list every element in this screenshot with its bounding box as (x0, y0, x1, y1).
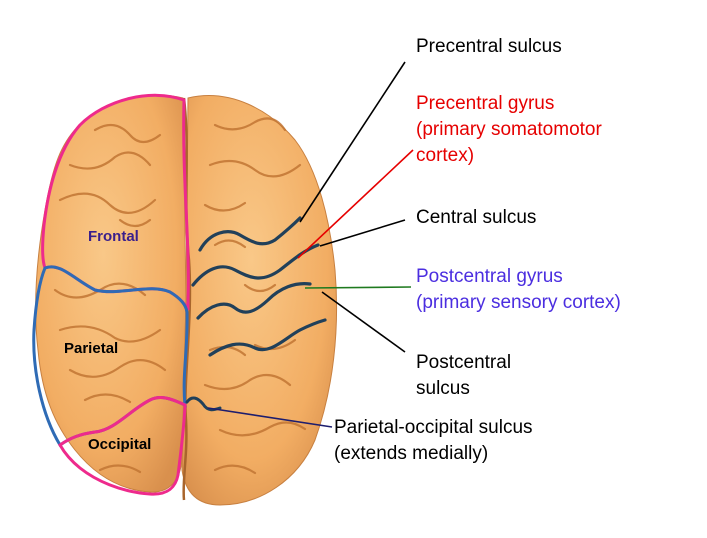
leader-postcentral-sulcus (321, 291, 406, 353)
central-sulcus-line (191, 243, 320, 287)
gyri-texture (53, 117, 307, 475)
longitudinal-fissure (182, 97, 192, 501)
postcentral-sulcus-label: Postcentral sulcus (416, 350, 511, 402)
leader-central-sulcus (319, 219, 406, 247)
precentral-gyrus-line-1: Precentral gyrus (416, 93, 555, 114)
leader-precentral-gyrus (297, 149, 414, 259)
leader-postcentral-gyrus (304, 286, 412, 289)
precentral-sulcus-label: Precentral sulcus (416, 36, 562, 57)
precentral-sulcus-line (198, 216, 302, 252)
right-hemisphere (181, 95, 338, 506)
parieto-occipital-sulcus-label: Parietal-occipital sulcus (extends media… (334, 415, 533, 467)
postcentral-gyrus-line-2: (primary sensory cortex) (416, 292, 621, 313)
parieto-occipital-line-1: Parietal-occipital sulcus (334, 417, 533, 438)
occipital-lobe-outline (58, 396, 187, 496)
postcentral-sulcus-line-2 (208, 318, 327, 357)
leader-parieto-occipital (207, 407, 333, 428)
postcentral-sulcus-line-2: sulcus (416, 378, 470, 399)
postcentral-gyrus-label: Postcentral gyrus (primary sensory corte… (416, 264, 621, 316)
leader-precentral-sulcus (299, 61, 406, 223)
postcentral-sulcus-line-1: Postcentral (416, 352, 512, 373)
postcentral-sulcus-line (196, 282, 312, 320)
precentral-gyrus-line-2: (primary somatomotor (416, 119, 602, 140)
postcentral-gyrus-line-1: Postcentral gyrus (416, 266, 563, 287)
precentral-gyrus-label: Precentral gyrus (primary somatomotor co… (416, 91, 602, 169)
central-sulcus-label: Central sulcus (416, 207, 537, 228)
parieto-occipital-line-2: (extends medially) (334, 443, 489, 464)
precentral-gyrus-line-3: cortex) (416, 145, 475, 166)
parietal-lobe-label: Parietal (64, 340, 119, 357)
frontal-lobe-label: Frontal (88, 228, 139, 245)
left-hemisphere (35, 94, 187, 493)
occipital-lobe-label: Occipital (88, 436, 152, 453)
